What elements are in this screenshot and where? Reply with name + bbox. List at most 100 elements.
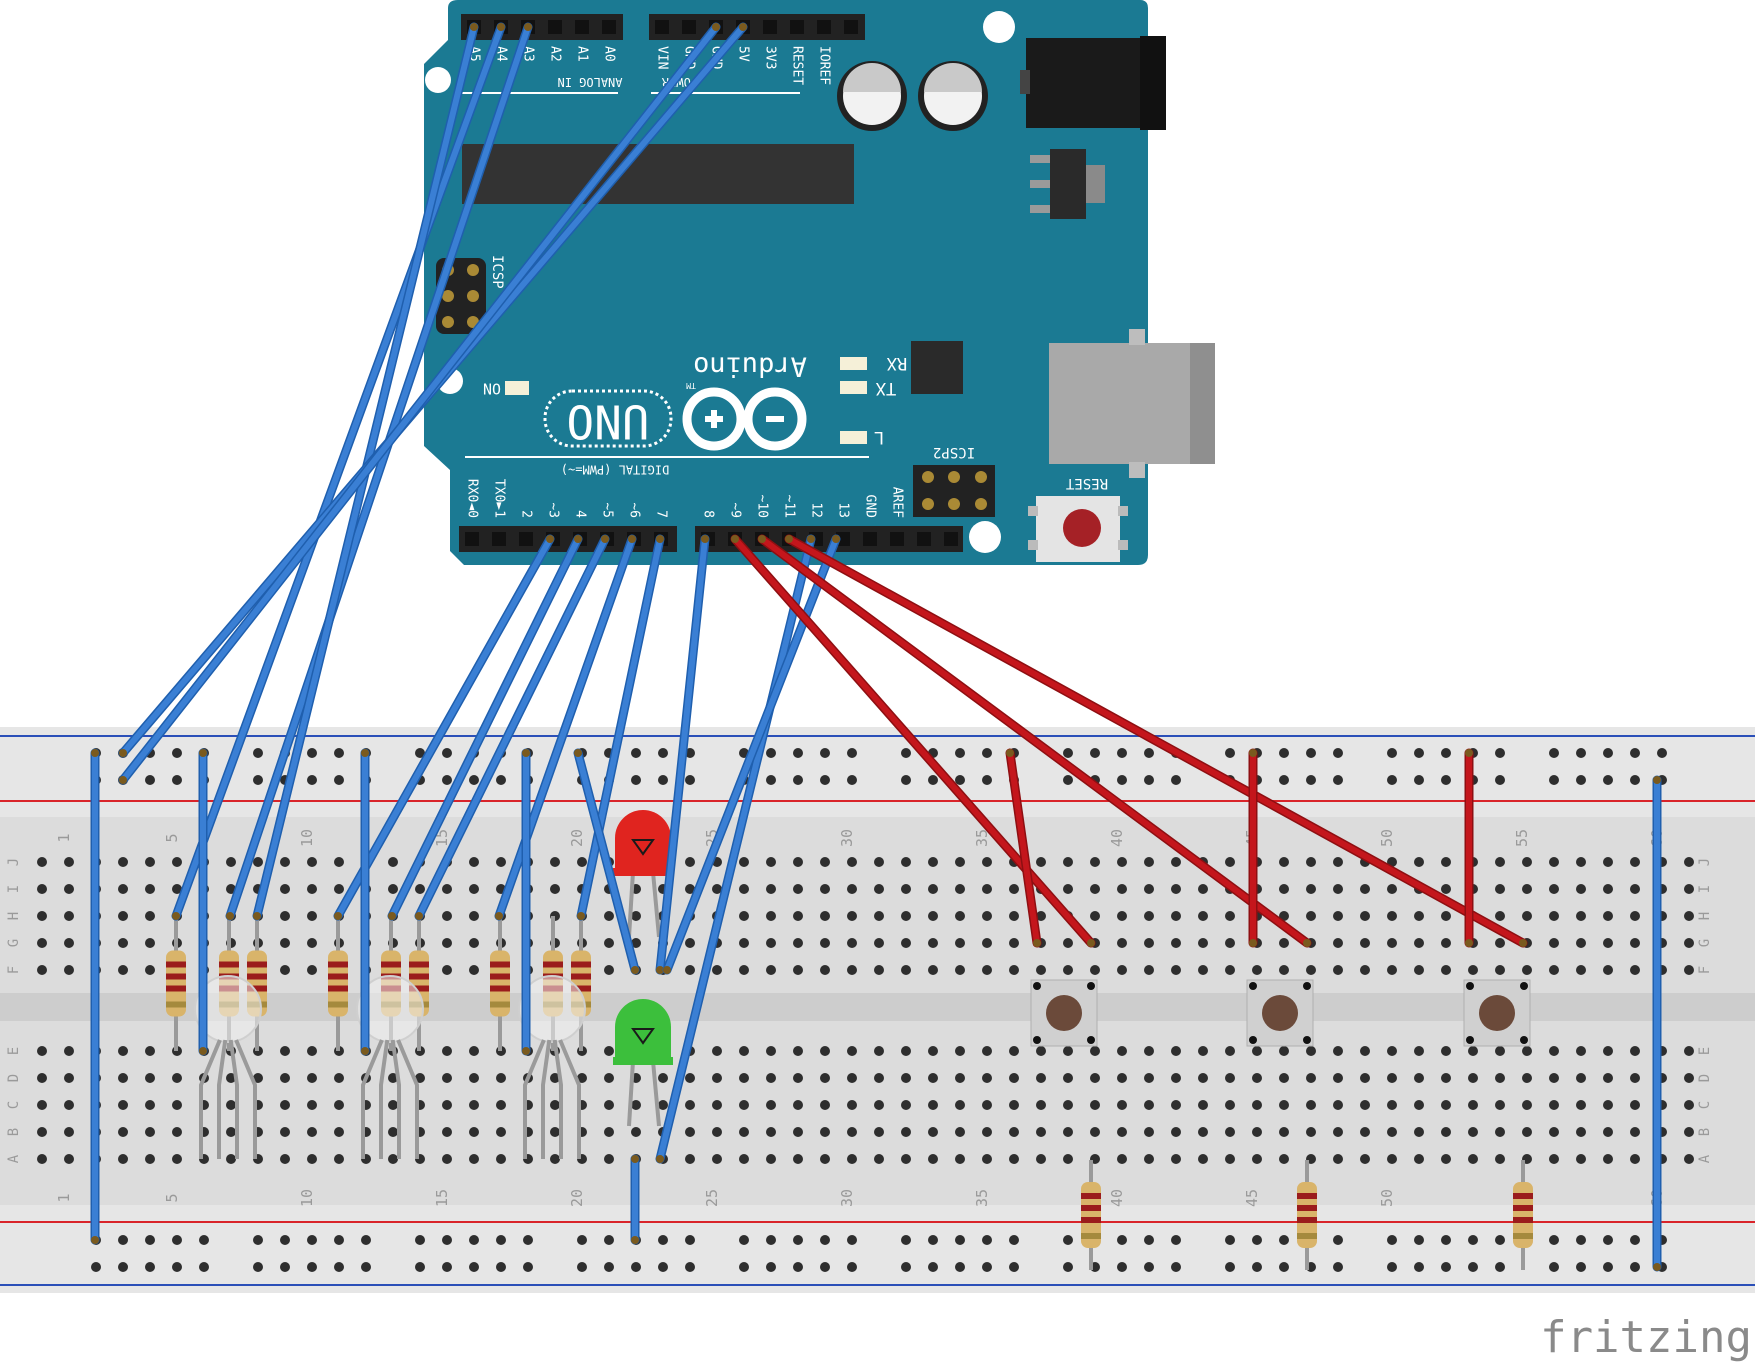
rail-hole bbox=[253, 748, 263, 758]
breadboard-hole bbox=[1630, 1127, 1640, 1137]
rail-hole bbox=[1387, 1235, 1397, 1245]
breadboard-hole bbox=[1009, 1154, 1019, 1164]
breadboard-hole bbox=[1333, 1046, 1343, 1056]
breadboard-hole bbox=[1171, 857, 1181, 867]
breadboard-hole bbox=[1009, 938, 1019, 948]
breadboard-hole bbox=[739, 938, 749, 948]
row-letter: A bbox=[1697, 1154, 1713, 1163]
rail-hole bbox=[523, 1262, 533, 1272]
breadboard-hole bbox=[118, 965, 128, 975]
breadboard-hole bbox=[64, 1046, 74, 1056]
row-letter: A bbox=[6, 1154, 22, 1163]
breadboard-hole bbox=[712, 1127, 722, 1137]
breadboard-hole bbox=[631, 938, 641, 948]
breadboard-hole bbox=[982, 1127, 992, 1137]
breadboard-hole bbox=[1252, 1154, 1262, 1164]
breadboard-hole bbox=[1360, 884, 1370, 894]
breadboard-hole bbox=[1576, 911, 1586, 921]
breadboard-hole bbox=[1333, 1154, 1343, 1164]
breadboard-hole bbox=[982, 911, 992, 921]
breadboard-hole bbox=[388, 884, 398, 894]
breadboard-hole bbox=[1009, 1100, 1019, 1110]
breadboard-hole bbox=[442, 911, 452, 921]
header-pin bbox=[817, 20, 831, 34]
rail-hole bbox=[118, 1262, 128, 1272]
breadboard-hole bbox=[1333, 884, 1343, 894]
rail-hole bbox=[172, 775, 182, 785]
breadboard-hole bbox=[1063, 965, 1073, 975]
breadboard-hole bbox=[1036, 857, 1046, 867]
analog-header bbox=[461, 14, 623, 40]
rail-hole bbox=[1063, 1235, 1073, 1245]
column-number-bottom: 45 bbox=[1243, 1189, 1261, 1207]
breadboard-hole bbox=[1144, 938, 1154, 948]
rail-hole bbox=[1063, 1262, 1073, 1272]
breadboard-hole bbox=[739, 1154, 749, 1164]
breadboard-hole bbox=[901, 884, 911, 894]
rail-hole bbox=[1225, 1262, 1235, 1272]
capacitor bbox=[918, 61, 988, 131]
microcontroller-chip bbox=[462, 144, 854, 204]
breadboard-hole bbox=[1441, 1127, 1451, 1137]
header-pin bbox=[763, 20, 777, 34]
rail-hole bbox=[1630, 748, 1640, 758]
breadboard-hole bbox=[847, 1154, 857, 1164]
breadboard-hole bbox=[982, 884, 992, 894]
breadboard-hole bbox=[1630, 857, 1640, 867]
row-letter: B bbox=[1697, 1128, 1713, 1136]
breadboard-hole bbox=[685, 1154, 695, 1164]
wires bbox=[90, 22, 1662, 1272]
rail-hole bbox=[172, 1262, 182, 1272]
breadboard-hole bbox=[64, 1100, 74, 1110]
rail-hole bbox=[1549, 775, 1559, 785]
header-pin bbox=[863, 532, 877, 546]
column-number-bottom: 10 bbox=[298, 1189, 316, 1207]
pin-label: 12 bbox=[809, 502, 824, 518]
rail-hole bbox=[442, 1262, 452, 1272]
breadboard-hole bbox=[118, 1073, 128, 1083]
breadboard-hole bbox=[1144, 1073, 1154, 1083]
breadboard-hole bbox=[307, 857, 317, 867]
breadboard-hole bbox=[1441, 1046, 1451, 1056]
pin-label: A2 bbox=[548, 46, 563, 62]
breadboard-hole bbox=[1144, 1100, 1154, 1110]
breadboard-hole bbox=[1630, 884, 1640, 894]
rail-hole bbox=[955, 775, 965, 785]
breadboard-hole bbox=[388, 1100, 398, 1110]
breadboard-hole bbox=[334, 1154, 344, 1164]
rgb-led bbox=[356, 975, 424, 1159]
breadboard-hole bbox=[874, 1073, 884, 1083]
breadboard-hole bbox=[955, 1073, 965, 1083]
rail-hole bbox=[793, 1262, 803, 1272]
rail-hole bbox=[793, 1235, 803, 1245]
breadboard-hole bbox=[820, 1154, 830, 1164]
breadboard-hole bbox=[1495, 1073, 1505, 1083]
breadboard-hole bbox=[685, 857, 695, 867]
rail-hole bbox=[1441, 1262, 1451, 1272]
breadboard-hole bbox=[469, 1046, 479, 1056]
breadboard-hole bbox=[442, 1154, 452, 1164]
breadboard-hole bbox=[1495, 965, 1505, 975]
breadboard-hole bbox=[37, 1073, 47, 1083]
breadboard-hole bbox=[982, 1046, 992, 1056]
breadboard-hole bbox=[1414, 857, 1424, 867]
breadboard-hole bbox=[118, 938, 128, 948]
breadboard-hole bbox=[1036, 1154, 1046, 1164]
rail-hole bbox=[442, 775, 452, 785]
row-letter: C bbox=[1697, 1101, 1713, 1109]
breadboard-hole bbox=[604, 911, 614, 921]
breadboard-hole bbox=[1198, 1100, 1208, 1110]
rail-hole bbox=[1333, 1235, 1343, 1245]
breadboard-hole bbox=[1198, 1046, 1208, 1056]
row-letter: G bbox=[6, 939, 22, 947]
pin-label: 5V bbox=[736, 46, 751, 62]
breadboard-hole bbox=[1495, 1127, 1505, 1137]
breadboard-hole bbox=[496, 857, 506, 867]
jumper-wire-red bbox=[757, 534, 1312, 948]
breadboard-hole bbox=[928, 1154, 938, 1164]
breadboard-hole bbox=[982, 965, 992, 975]
breadboard-hole bbox=[631, 1127, 641, 1137]
jumper-wire-blue bbox=[90, 748, 100, 1245]
breadboard-hole bbox=[1225, 857, 1235, 867]
